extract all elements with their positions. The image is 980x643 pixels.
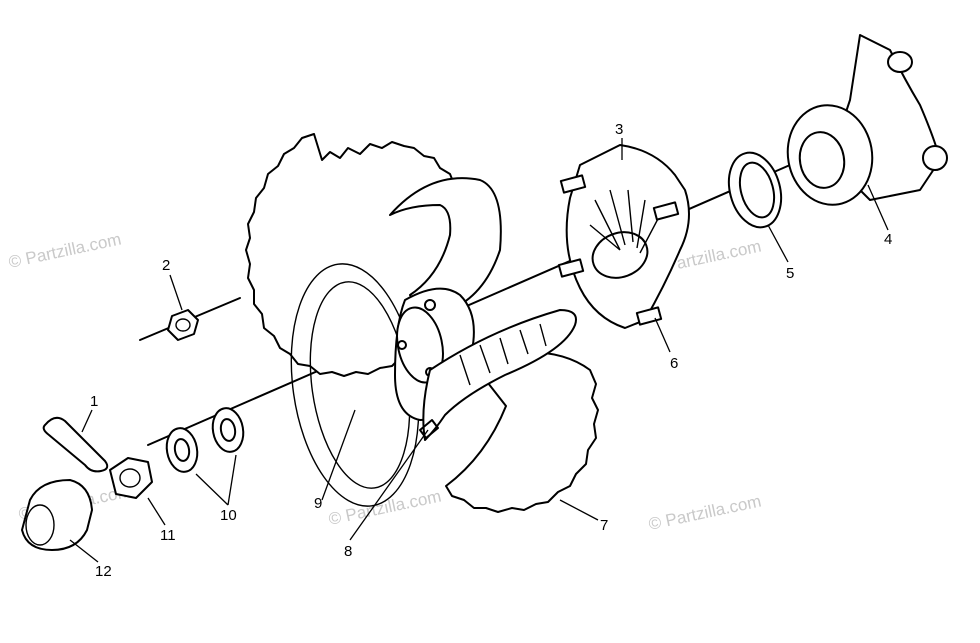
hub-cap: [21, 479, 93, 551]
tire-rear-tread: [445, 351, 599, 513]
callout-1: 1: [90, 393, 98, 410]
wheel-stud: [557, 174, 680, 326]
brake-housing: [786, 34, 948, 206]
callout-12: 12: [95, 563, 112, 580]
drum-bore: [798, 131, 846, 189]
watermark: © Partzilla.com: [7, 230, 123, 272]
washers: [165, 407, 245, 473]
callout-8: 8: [344, 543, 352, 560]
axle-nut-upper: [167, 309, 199, 341]
callout-9: 9: [314, 495, 322, 512]
callout-10: 10: [220, 507, 237, 524]
callout-7: 7: [600, 517, 608, 534]
washer-inner: [219, 418, 237, 442]
watermark: © Partzilla.com: [327, 487, 443, 529]
rim-bolt-hole: [397, 340, 407, 350]
washer-inner: [173, 438, 191, 462]
housing-mount-hole: [922, 145, 948, 171]
inner-tube-ribs: [459, 323, 547, 386]
callout-5: 5: [786, 265, 794, 282]
cotter-pin: [42, 416, 109, 473]
callout-labels: 1 2 3 4 5 6 7 8 9 10 11 12: [90, 121, 892, 580]
snap-ring: [727, 151, 783, 229]
rim-bolt-hole: [424, 299, 436, 311]
callout-2: 2: [162, 257, 170, 274]
leader-lines: [69, 138, 889, 563]
wheel-hub: [557, 144, 690, 329]
hub-fins: [589, 189, 661, 254]
housing-mount-hole: [887, 51, 913, 73]
callout-6: 6: [670, 355, 678, 372]
castle-nut: [109, 457, 153, 499]
watermark: © Partzilla.com: [647, 492, 763, 534]
callout-3: 3: [615, 121, 623, 138]
wheel-rim: [389, 177, 577, 441]
inner-tube: [422, 309, 577, 441]
callout-4: 4: [884, 231, 892, 248]
callout-11: 11: [160, 527, 176, 544]
